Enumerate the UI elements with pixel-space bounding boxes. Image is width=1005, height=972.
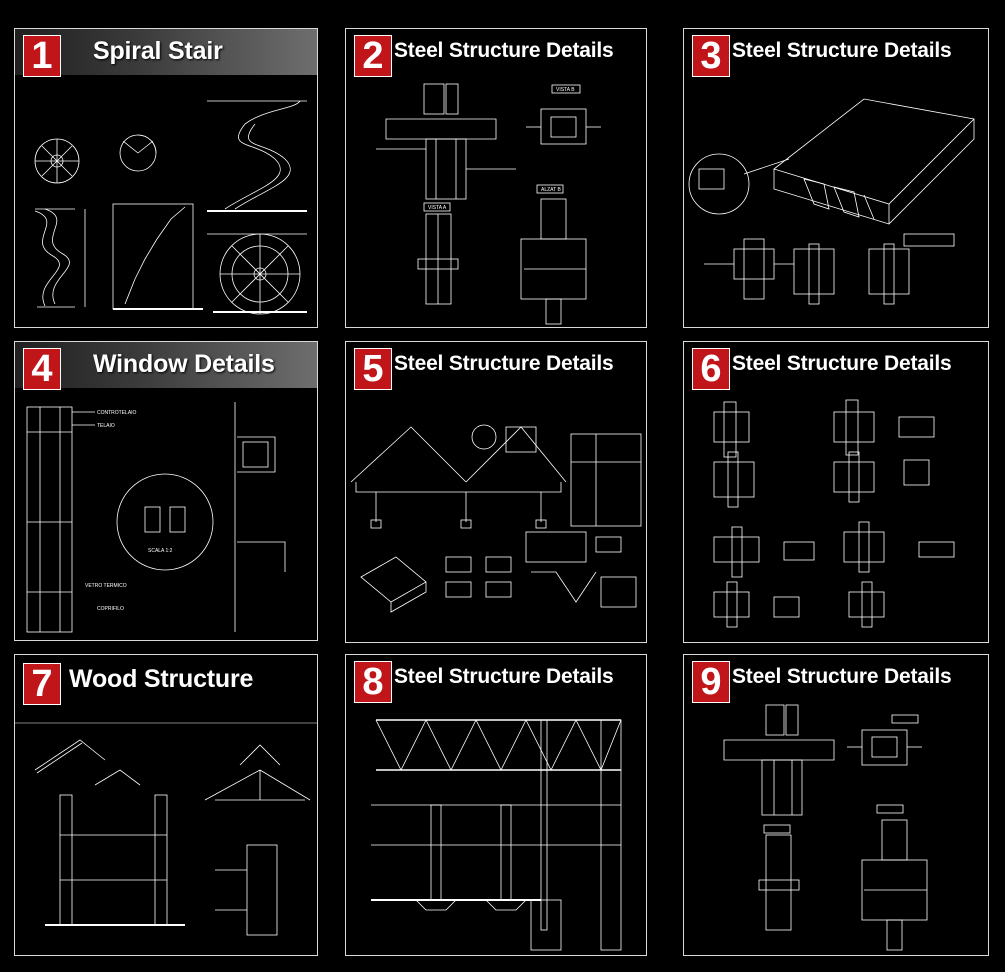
panel-number: 4 bbox=[23, 348, 61, 390]
wood-structure-drawing bbox=[15, 722, 317, 936]
panel-title: Steel Structure Details bbox=[732, 39, 952, 62]
truss-section-drawing bbox=[371, 719, 622, 951]
window-label-coprifilo: COPRIFILO bbox=[97, 606, 124, 612]
panel-steel-structure-3[interactable]: 3 Steel Structure Details bbox=[683, 28, 989, 328]
composite-slab-drawing bbox=[688, 98, 975, 305]
panel-title: Steel Structure Details bbox=[732, 665, 952, 688]
window-label-vetro: VETRO TERMICO bbox=[85, 583, 127, 589]
steel-connection-drawing-2 bbox=[723, 704, 928, 951]
beam-column-joints-drawing bbox=[713, 399, 955, 628]
panel-header: 1 Spiral Stair bbox=[15, 29, 317, 77]
panel-steel-structure-8[interactable]: 8 Steel Structure Details bbox=[345, 654, 647, 956]
panel-title: Steel Structure Details bbox=[394, 352, 614, 375]
panel-title: Steel Structure Details bbox=[394, 39, 614, 62]
alzat-b-label: ALZAT B bbox=[541, 187, 561, 193]
panel-header: 8 Steel Structure Details bbox=[346, 655, 646, 705]
vista-a-label: VISTA A bbox=[428, 205, 447, 211]
roof-truss-drawing bbox=[350, 424, 642, 613]
panel-steel-structure-9[interactable]: 9 Steel Structure Details bbox=[683, 654, 989, 956]
panel-number: 7 bbox=[23, 663, 61, 705]
panel-window-details[interactable]: 4 Window Details CONTROTELAIO TELAIO VET… bbox=[14, 341, 318, 641]
panel-steel-structure-6[interactable]: 6 Steel Structure Details bbox=[683, 341, 989, 643]
panel-number: 9 bbox=[692, 661, 730, 703]
window-scala: SCALA 1:2 bbox=[148, 548, 173, 554]
panel-number: 1 bbox=[23, 35, 61, 77]
panel-number: 2 bbox=[354, 35, 392, 77]
spiral-stair-drawing bbox=[34, 100, 307, 315]
panel-number: 5 bbox=[354, 348, 392, 390]
panel-steel-structure-5[interactable]: 5 Steel Structure Details bbox=[345, 341, 647, 643]
panel-title: Spiral Stair bbox=[93, 37, 223, 65]
panel-number: 6 bbox=[692, 348, 730, 390]
window-label-controtelaio: CONTROTELAIO bbox=[97, 410, 137, 416]
panel-header: 7 Wood Structure bbox=[15, 655, 317, 720]
panel-number: 8 bbox=[354, 661, 392, 703]
panel-header: 3 Steel Structure Details bbox=[684, 29, 988, 79]
panel-title: Steel Structure Details bbox=[394, 665, 614, 688]
panel-number: 3 bbox=[692, 35, 730, 77]
panel-spiral-stair[interactable]: 1 Spiral Stair bbox=[14, 28, 318, 328]
panel-header: 4 Window Details bbox=[15, 342, 317, 390]
panel-header: 5 Steel Structure Details bbox=[346, 342, 646, 392]
panel-header: 9 Steel Structure Details bbox=[684, 655, 988, 705]
panel-header: 2 Steel Structure Details bbox=[346, 29, 646, 79]
panel-title: Window Details bbox=[93, 350, 275, 378]
window-label-telaio: TELAIO bbox=[97, 423, 115, 429]
panel-steel-structure-2[interactable]: 2 Steel Structure Details VISTA B VISTA … bbox=[345, 28, 647, 328]
window-section-drawing: CONTROTELAIO TELAIO VETRO TERMICO COPRIF… bbox=[26, 402, 286, 633]
panel-wood-structure[interactable]: 7 Wood Structure bbox=[14, 654, 318, 956]
panel-title: Wood Structure bbox=[69, 665, 254, 693]
steel-connection-drawing: VISTA B VISTA A ALZAT B bbox=[376, 83, 601, 325]
panel-title: Steel Structure Details bbox=[732, 352, 952, 375]
panel-header: 6 Steel Structure Details bbox=[684, 342, 988, 392]
vista-b-label: VISTA B bbox=[556, 87, 575, 93]
